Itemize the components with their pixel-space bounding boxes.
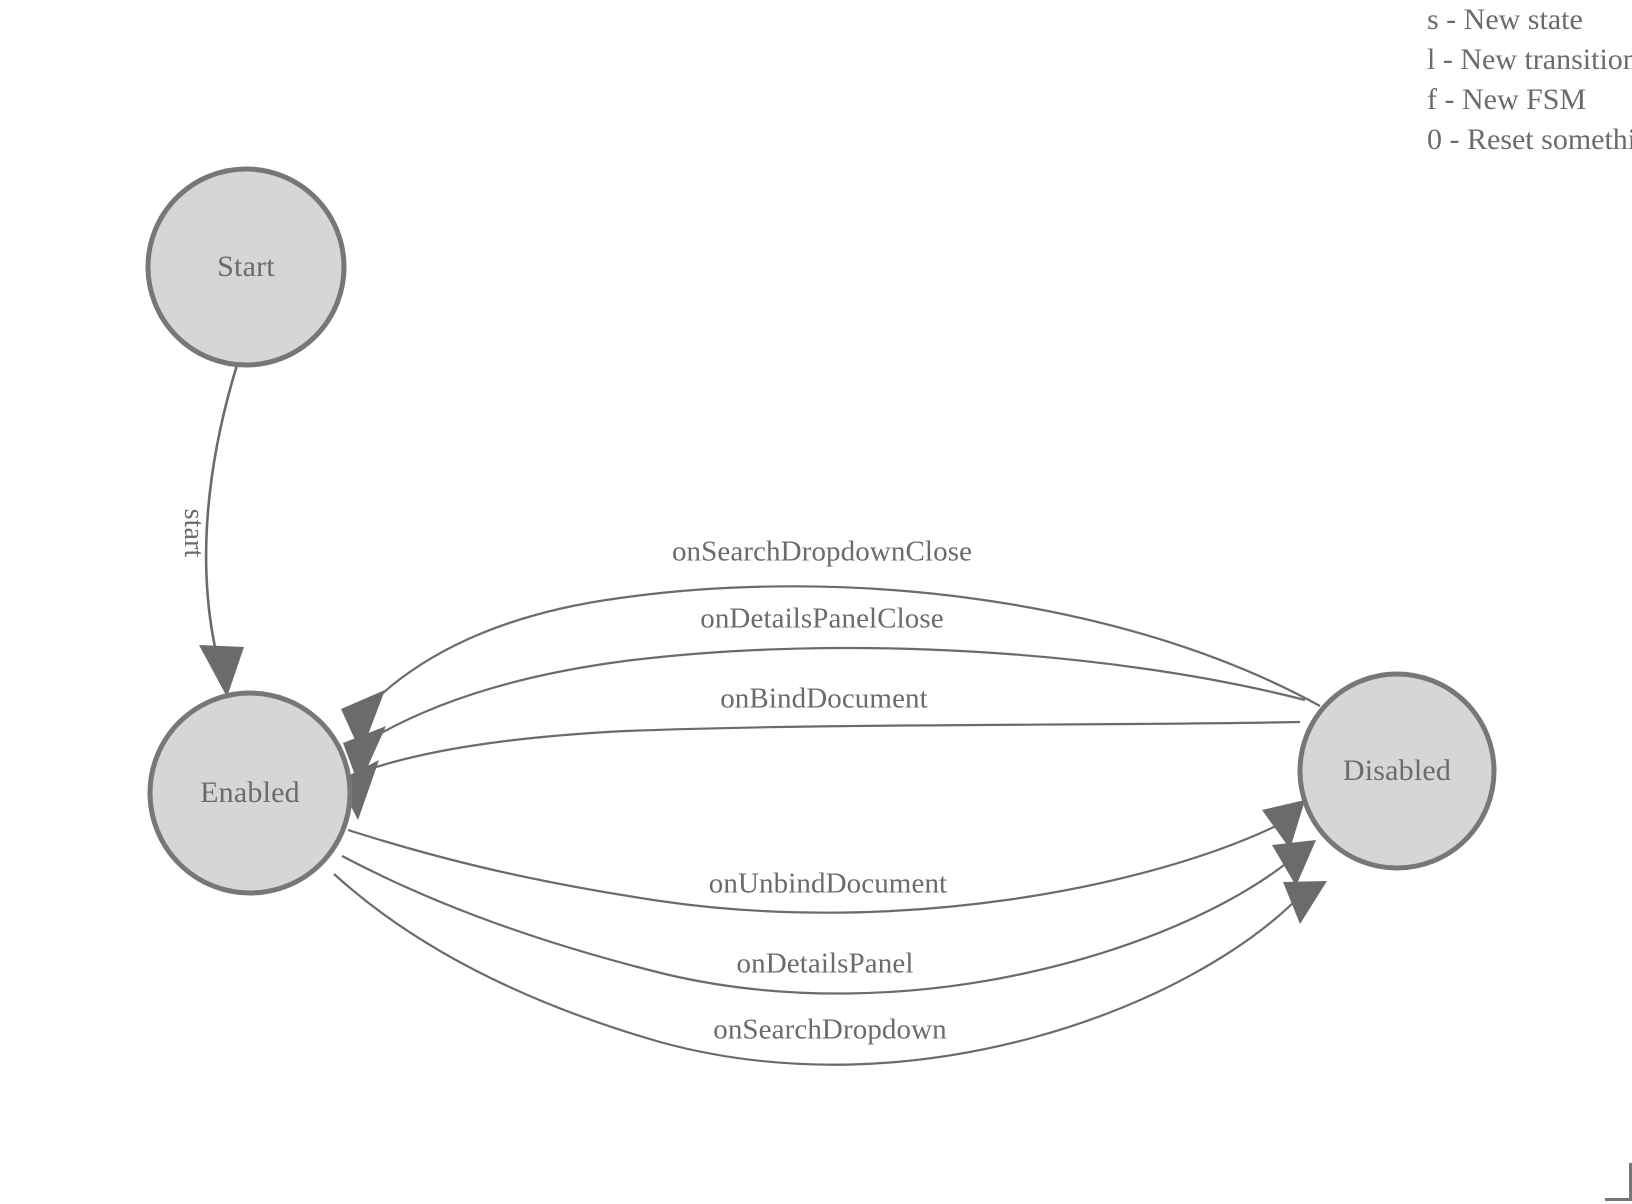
state-label-start: Start [217,250,275,283]
state-node-start[interactable] [145,166,347,368]
state-node-disabled[interactable] [1297,671,1497,871]
edge-label-on-search-dropdown: onSearchDropdown [713,1013,947,1046]
arrowhead-icon [1272,840,1316,886]
edge-on-search-dropdown-close[interactable] [341,585,1321,753]
edge-label-on-details-panel: onDetailsPanel [736,947,914,980]
edge-on-bind-document[interactable] [338,720,1301,820]
arrowhead-icon [1283,881,1327,924]
edge-start-to-enabled[interactable] [199,364,244,697]
edge-on-search-dropdown[interactable] [333,873,1327,1066]
arrowhead-icon [341,690,385,753]
arrowhead-icon [199,645,244,697]
legend-item-new-fsm: f - New FSM [1427,83,1587,116]
edge-label-on-details-panel-close: onDetailsPanelClose [700,602,944,635]
edge-label-on-bind-document: onBindDocument [720,682,928,715]
state-node-enabled[interactable] [147,690,353,896]
legend-item-new-state: s - New state [1427,3,1583,36]
arrowhead-icon [1262,800,1305,849]
edge-on-details-panel-close[interactable] [343,646,1306,786]
state-label-enabled: Enabled [200,776,300,809]
edge-label-on-unbind-document: onUnbindDocument [708,867,948,900]
edge-label-on-search-dropdown-close: onSearchDropdownClose [671,535,973,568]
keyboard-shortcuts-legend: s - New state l - New transition f - New… [1427,0,1632,160]
edge-label-start: start [178,508,209,558]
legend-item-reset: 0 - Reset something [1427,123,1632,156]
edge-on-details-panel[interactable] [341,840,1316,995]
arrowhead-icon [343,726,386,786]
state-label-disabled: Disabled [1342,754,1452,787]
legend-item-new-transition: l - New transition [1427,43,1632,76]
arrowhead-icon [338,760,379,820]
edge-on-unbind-document[interactable] [347,800,1305,914]
